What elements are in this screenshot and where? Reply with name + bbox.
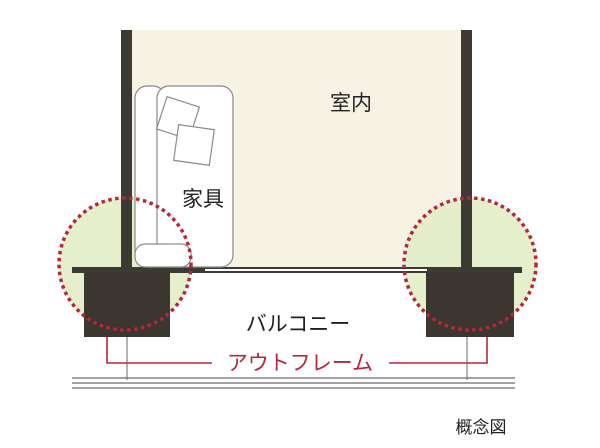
room-label: 室内 — [330, 91, 372, 115]
sofa — [134, 85, 234, 268]
outframe-leader-left — [106, 337, 212, 364]
right-wall — [461, 30, 472, 271]
outframe-leader-right — [389, 337, 488, 364]
balcony-label: バルコニー — [246, 312, 351, 336]
left-wall — [121, 30, 132, 271]
left-column — [84, 273, 170, 337]
window-line — [205, 269, 427, 271]
furniture-label: 家具 — [182, 187, 224, 211]
left-highlight-circle — [57, 196, 193, 332]
ground-lines — [72, 377, 515, 389]
right-highlight-circle — [402, 196, 538, 332]
cushion-2 — [172, 123, 216, 167]
sofa-bottom-cushion — [134, 243, 192, 268]
caption-label: 概念図 — [456, 417, 507, 438]
outframe-label: アウトフレーム — [227, 351, 373, 375]
right-column — [426, 273, 514, 337]
